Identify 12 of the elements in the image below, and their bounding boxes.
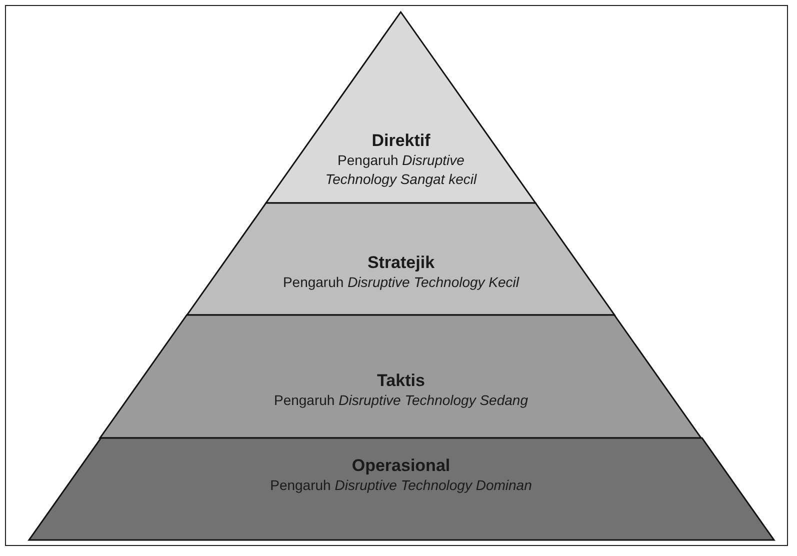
level-title: Taktis: [377, 370, 425, 391]
pyramid-level: [100, 315, 702, 438]
level-description: Pengaruh Disruptive Technology Sangat kecil: [324, 151, 478, 189]
pyramid-level: [187, 203, 615, 315]
pyramid-level: [28, 438, 774, 540]
level-description: Pengaruh Disruptive Technology Sedang: [274, 391, 528, 410]
pyramid-level: [266, 12, 536, 203]
level-title: Operasional: [352, 455, 450, 476]
level-description: Pengaruh Disruptive Technology Dominan: [270, 476, 532, 495]
level-title: Stratejik: [367, 252, 435, 273]
level-title: Direktif: [372, 130, 430, 151]
level-description: Pengaruh Disruptive Technology Kecil: [282, 273, 520, 292]
